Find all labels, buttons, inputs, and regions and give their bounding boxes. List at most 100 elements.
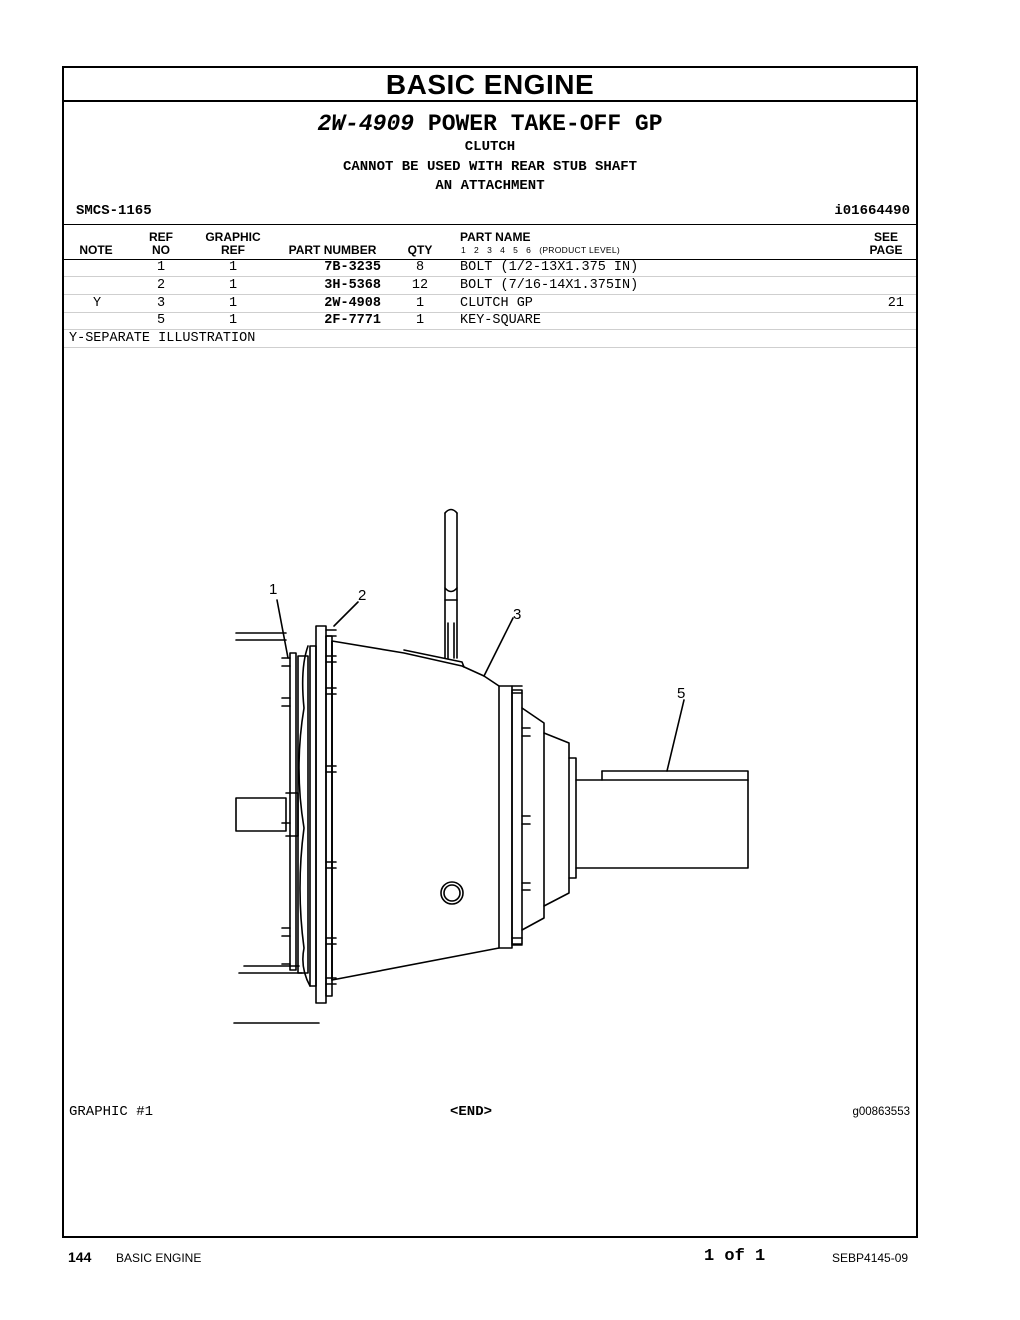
col-part-number: PART NUMBER (288, 243, 377, 257)
housing-top-edge (403, 649, 465, 668)
col-note: NOTE (79, 243, 113, 257)
lever-groove (444, 587, 458, 601)
footer-page-number: 144 (68, 1249, 92, 1265)
bearing-cap (543, 732, 570, 907)
flange-plate (289, 652, 297, 971)
cell-part-name: BOLT (7/16-14X1.375IN) (460, 278, 639, 293)
cell-graphic: 1 (228, 296, 238, 311)
footer-section: BASIC ENGINE (116, 1251, 202, 1265)
header-rule-bottom (64, 259, 916, 260)
pto-illustration (233, 508, 749, 1024)
cell-ref: 2 (156, 278, 166, 293)
callout-5: 5 (677, 685, 686, 702)
cell-qty: 12 (411, 278, 429, 293)
cell-qty: 1 (415, 313, 425, 328)
leader-line-5 (666, 699, 685, 772)
cell-graphic: 1 (228, 260, 238, 275)
engine-stub-line (235, 632, 287, 641)
output-key (601, 770, 749, 781)
product-level: 5 (513, 245, 519, 255)
cell-part-number: 2F-7771 (324, 313, 381, 328)
col-ref-1: REF (149, 230, 173, 244)
smcs-code: SMCS-1165 (76, 203, 152, 219)
cell-graphic: 1 (228, 278, 238, 293)
leader-line-2 (333, 601, 359, 627)
lever-shaft-inner (447, 622, 455, 659)
flange-bolts (281, 629, 337, 985)
cell-part-number: 3H-5368 (324, 278, 381, 293)
end-marker: <END> (450, 1104, 493, 1120)
bearing-housing (521, 707, 545, 931)
illustration-id: i01664490 (834, 203, 910, 219)
leader-line-1 (276, 599, 289, 659)
product-level-label: (PRODUCT LEVEL) (539, 245, 621, 255)
cell-part-name: CLUTCH GP (460, 296, 533, 311)
row-divider (64, 276, 916, 277)
product-level: 2 (474, 245, 480, 255)
flange-ring (315, 625, 327, 1004)
cell-part-number: 7B-3235 (324, 260, 381, 275)
cell-see-page[interactable]: 21 (887, 296, 904, 311)
rear-flange-bolts (511, 685, 531, 946)
cell-graphic: 1 (228, 313, 238, 328)
bearing-cap-lip (568, 757, 577, 879)
cell-ref: 3 (156, 296, 166, 311)
col-graphic-1: GRAPHIC (205, 230, 261, 244)
table-row: 5 1 2F-7771 1 KEY-SQUARE (64, 312, 916, 330)
col-qty: QTY (407, 243, 433, 257)
row-divider (64, 294, 916, 295)
product-level: 4 (500, 245, 506, 255)
col-see-2: PAGE (869, 243, 903, 257)
clutch-housing (331, 640, 500, 981)
sub-line-3: AN ATTACHMENT (435, 178, 545, 194)
col-ref-2: NO (152, 243, 170, 257)
graphic-id: g00863553 (852, 1106, 910, 1118)
rear-flange (498, 685, 513, 949)
product-level: 3 (487, 245, 493, 255)
cell-part-number: 2W-4908 (324, 296, 381, 311)
sub-line-2: CANNOT BE USED WITH REAR STUB SHAFT (342, 159, 638, 175)
table-row: 1 1 7B-3235 8 BOLT (1/2-13X1.375 IN) (64, 259, 916, 277)
row-divider (64, 329, 916, 330)
cell-qty: 1 (415, 296, 425, 311)
product-level: 1 (461, 245, 467, 255)
row-divider (64, 347, 916, 348)
footnote: Y-SEPARATE ILLUSTRATION (69, 331, 256, 346)
ring-profile (298, 645, 311, 987)
section-title: BASIC ENGINE (64, 68, 916, 102)
group-title: 2W-4909 POWER TAKE-OFF GP (64, 110, 916, 138)
cell-ref: 5 (156, 313, 166, 328)
sub-line-1: CLUTCH (464, 139, 516, 155)
group-name: POWER TAKE-OFF GP (427, 111, 663, 137)
col-see-1: SEE (873, 230, 898, 244)
col-part-name: PART NAME (460, 230, 531, 244)
footer-page-of: 1 of 1 (704, 1247, 766, 1266)
group-number: 2W-4909 (317, 111, 415, 137)
header-rule-top (64, 224, 916, 225)
footer-doc-id: SEBP4145-09 (832, 1251, 909, 1265)
flange-plate (309, 645, 317, 987)
callout-1: 1 (269, 581, 278, 598)
rear-flange-plate (511, 689, 523, 945)
cell-qty: 8 (415, 260, 425, 275)
callout-3: 3 (513, 606, 522, 623)
product-level: 6 (526, 245, 532, 255)
cell-part-name: KEY-SQUARE (460, 313, 542, 328)
output-shaft (575, 779, 749, 869)
lever-shaft (444, 512, 458, 659)
row-divider (64, 312, 916, 313)
lever-tip (444, 508, 458, 514)
callout-2: 2 (358, 587, 367, 604)
flange-ring (325, 635, 333, 997)
cell-note: Y (92, 296, 102, 311)
input-shaft (235, 797, 287, 832)
inspection-port-inner (443, 884, 461, 902)
table-row: 2 1 3H-5368 12 BOLT (7/16-14X1.375IN) (64, 277, 916, 295)
inspection-port (440, 881, 464, 905)
col-graphic-2: REF (221, 243, 245, 257)
cell-ref: 1 (156, 260, 166, 275)
cell-part-name: BOLT (1/2-13X1.375 IN) (460, 260, 639, 275)
leader-line-3 (483, 617, 514, 677)
graphic-label: GRAPHIC #1 (69, 1104, 154, 1120)
